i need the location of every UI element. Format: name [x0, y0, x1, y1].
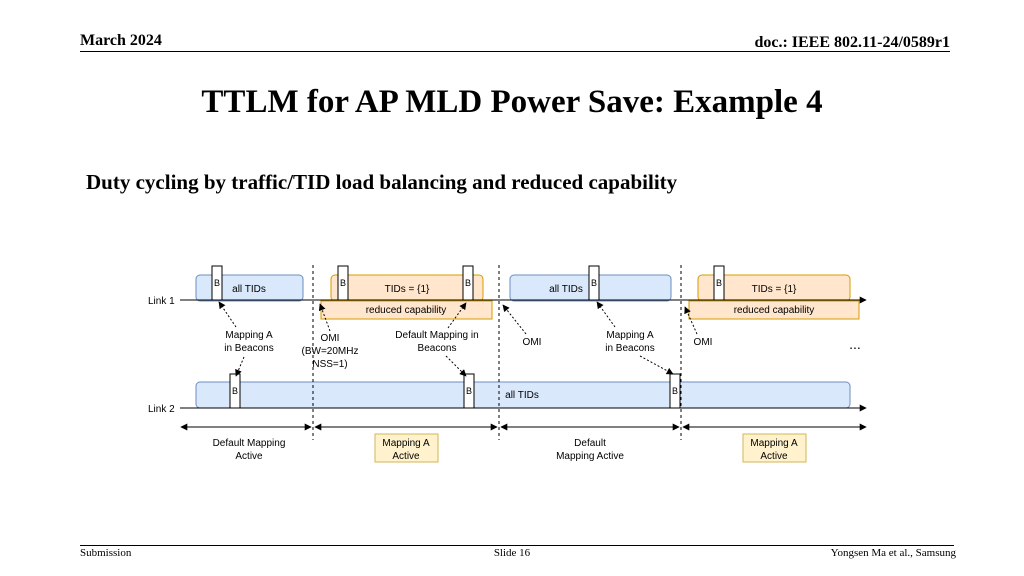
phase-labels: Default Mapping Active Mapping A Active …: [213, 433, 807, 463]
arrow-omi-2: [684, 306, 698, 335]
link1-bar-tids1-1-label: TIDs = {1}: [385, 284, 430, 295]
link1-label: Link 1: [148, 296, 175, 307]
annotation-omi-params-line2: (BW=20MHz: [302, 346, 359, 357]
footer-authors: Yongsen Ma et al., Samsung: [830, 547, 956, 559]
footer-rule: [80, 545, 954, 546]
link1-beacon-4-label: B: [591, 278, 597, 288]
annotation-omi-params-line1: OMI: [321, 333, 340, 344]
phase-mapping-a-1-line1: Mapping A: [382, 438, 430, 449]
annotation-mapping-a-1-line1: Mapping A: [225, 330, 273, 341]
link1-beacon-2-label: B: [340, 278, 346, 288]
link1-bar-reduced-cap-1-label: reduced capability: [366, 305, 447, 316]
link2-label: Link 2: [148, 404, 175, 415]
annotation-default-mapping-line2: Beacons: [418, 343, 457, 354]
link2-row: all TIDs B B B Link 2: [148, 373, 867, 415]
link1-bar-all-tids-1: [195, 274, 304, 302]
slide-subtitle: Duty cycling by traffic/TID load balanci…: [86, 170, 678, 194]
phase-default-2-line1: Default: [574, 438, 606, 449]
annotation-mapping-a-2-line1: Mapping A: [606, 330, 654, 341]
link1-bar-all-tids-1-label: all TIDs: [232, 284, 266, 295]
link2-beacon-3-label: B: [672, 386, 678, 396]
phase-default-1-line1: Default Mapping: [213, 438, 286, 449]
slide-title: TTLM for AP MLD Power Save: Example 4: [201, 84, 823, 120]
arrow-default-mapping-up: [447, 302, 467, 329]
phase-default-1-line2: Active: [235, 451, 263, 462]
phase-mapping-a-1-line2: Active: [392, 451, 420, 462]
annotation-omi-params-line3: NSS=1): [312, 359, 347, 370]
phase-mapping-a-2-line2: Active: [760, 451, 788, 462]
annotation-omi-2: OMI: [694, 337, 713, 348]
link1-bar-tids1-2-label: TIDs = {1}: [752, 284, 797, 295]
link2-beacon-2-label: B: [466, 386, 472, 396]
link2-bar-all-tids-label: all TIDs: [505, 390, 539, 401]
footer-slide-number: Slide 16: [493, 547, 531, 559]
link1-row: all TIDs TIDs = {1} reduced capability a…: [148, 265, 867, 320]
arrow-mapping-a-1-down: [235, 356, 245, 377]
footer-submission: Submission: [80, 547, 132, 559]
annotation-omi-1: OMI: [523, 337, 542, 348]
phase-separators: [312, 265, 682, 440]
link1-beacon-1-label: B: [214, 278, 220, 288]
annotation-mapping-a-2-line2: in Beacons: [605, 343, 654, 354]
arrow-omi-params: [318, 303, 331, 332]
link1-bar-reduced-cap-2-label: reduced capability: [734, 305, 815, 316]
link1-beacon-3-label: B: [465, 278, 471, 288]
arrow-mapping-a-2-down: [639, 355, 674, 375]
annotations: Mapping A in Beacons OMI (BW=20MHz NSS=1…: [218, 301, 861, 377]
arrow-mapping-a-2-up: [596, 301, 616, 328]
header-doc-id: doc.: IEEE 802.11-24/0589r1: [754, 34, 950, 51]
phase-mapping-a-2-line1: Mapping A: [750, 438, 798, 449]
phase-mapping-a-2-box: [742, 433, 807, 463]
header-date: March 2024: [80, 32, 162, 49]
annotation-ellipsis: ...: [849, 336, 861, 352]
annotation-mapping-a-1-line2: in Beacons: [224, 343, 273, 354]
link1-bar-all-tids-2-label: all TIDs: [549, 284, 583, 295]
link2-beacon-1-label: B: [232, 386, 238, 396]
arrow-mapping-a-1-up: [218, 301, 237, 328]
header-rule: [80, 51, 950, 52]
arrow-default-mapping-down: [445, 355, 467, 377]
phase-default-2-line2: Mapping Active: [556, 451, 624, 462]
arrow-omi-1: [502, 304, 527, 335]
phase-mapping-a-1-box: [374, 433, 439, 463]
link1-beacon-5-label: B: [716, 278, 722, 288]
annotation-default-mapping-line1: Default Mapping in: [395, 330, 478, 341]
